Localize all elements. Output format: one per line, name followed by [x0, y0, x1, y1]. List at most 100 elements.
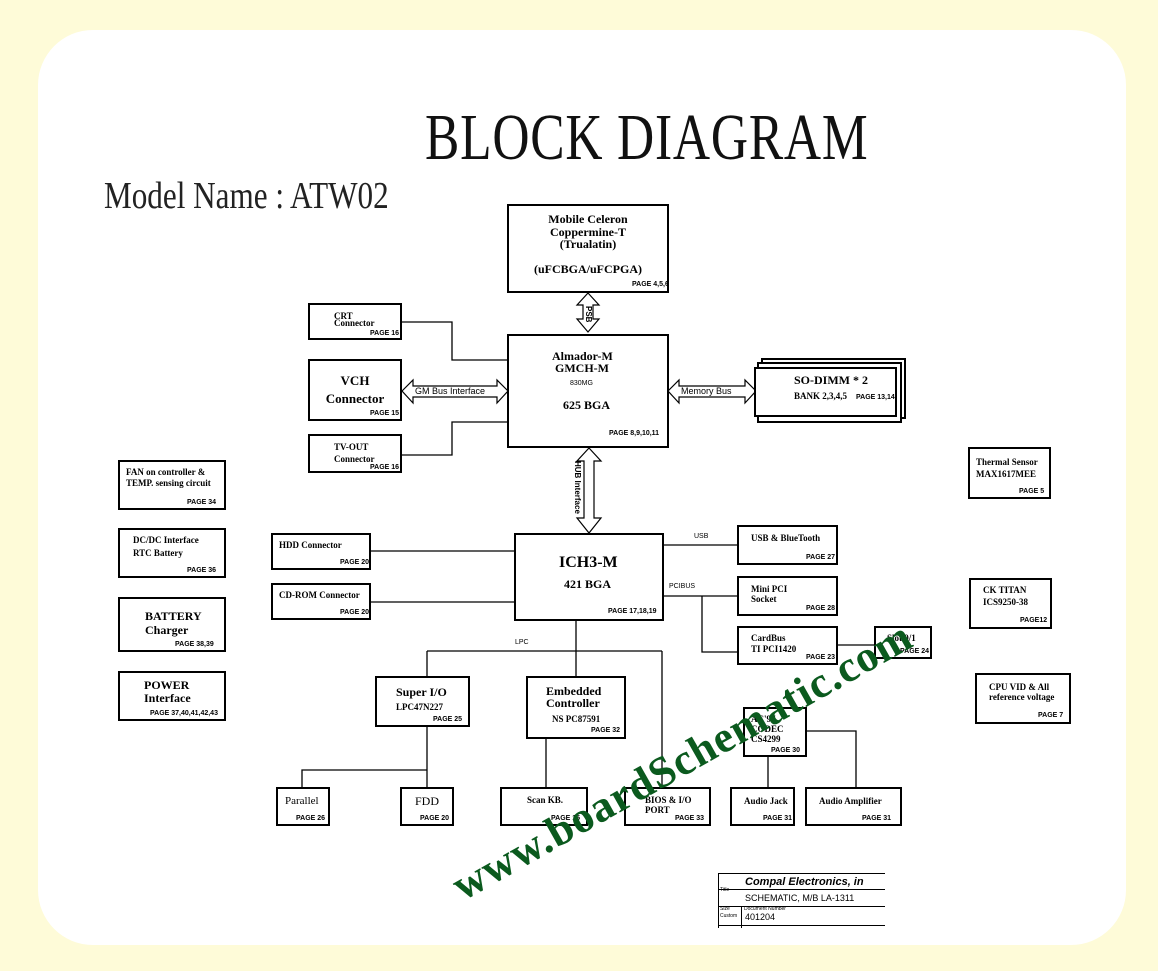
- parallel-line-1: Parallel: [285, 795, 319, 807]
- cpu-line-2: Coppermine-T: [550, 225, 626, 239]
- bios-line-1: BIOS & I/O: [645, 795, 692, 805]
- superio-line-1: Super I/O: [396, 685, 447, 699]
- ac97-block: AC'97 CODEC CS4299 PAGE 30: [743, 707, 807, 757]
- vch-page: PAGE 15: [370, 410, 400, 417]
- dcdc-line-2: RTC Battery: [133, 548, 183, 558]
- power-line-2: Interface: [144, 691, 191, 705]
- gmch-line-4: 625 BGA: [563, 398, 611, 412]
- cpuvid-block: CPU VID & All reference voltage PAGE 7: [975, 673, 1071, 724]
- usb-block: USB & BlueTooth PAGE 27: [737, 525, 838, 565]
- superio-block: Super I/O LPC47N227 PAGE 25: [375, 676, 470, 727]
- dcdc-page: PAGE 36: [187, 567, 217, 574]
- hdd-block: HDD Connector PAGE 20: [271, 533, 371, 570]
- minipci-line-1: Mini PCI: [751, 584, 788, 594]
- document-number: 401204: [745, 912, 776, 922]
- company-name: Compal Electronics, in: [745, 876, 864, 888]
- fan-line-1: FAN on controller &: [126, 467, 206, 477]
- cdrom-page: PAGE 20: [340, 609, 370, 616]
- power-line-1: POWER: [144, 678, 190, 692]
- scankb-page: PAGE 15: [551, 815, 581, 822]
- cktitan-page: PAGE12: [1020, 617, 1048, 624]
- cpuvid-line-2: reference voltage: [989, 692, 1055, 702]
- custom-label: Custom: [720, 913, 738, 919]
- ich3-page: PAGE 17,18,19: [608, 608, 657, 615]
- fan-block: FAN on controller & TEMP. sensing circui…: [118, 460, 226, 510]
- tvout-line-2: Connector: [334, 454, 375, 464]
- cardbus-line-2: TI PCI1420: [751, 644, 797, 654]
- crt-block: CRT Connector PAGE 16: [308, 303, 402, 340]
- crt-page: PAGE 16: [370, 330, 400, 337]
- slot-page: PAGE 24: [900, 648, 930, 655]
- sodimm-line-2: BANK 2,3,4,5: [794, 391, 848, 401]
- cktitan-block: CK TITAN ICS9250-38 PAGE12: [969, 578, 1052, 629]
- ac97-line-2: CODEC: [751, 724, 784, 734]
- ich3-line-2: 421 BGA: [564, 577, 612, 591]
- thermal-line-2: MAX1617MEE: [976, 469, 1036, 479]
- usb-page: PAGE 27: [806, 554, 836, 561]
- ec-line-1: Embedded: [546, 684, 602, 698]
- memory-bus-label: Memory Bus: [681, 386, 732, 396]
- crt-line-1: CRT: [334, 311, 353, 321]
- parallel-page: PAGE 26: [296, 815, 326, 822]
- vch-line-2: Connector: [325, 391, 385, 406]
- minipci-line-2: Socket: [751, 594, 777, 604]
- diagram-title: BLOCK DIAGRAM: [425, 101, 869, 174]
- gmch-page: PAGE 8,9,10,11: [609, 430, 660, 437]
- audiojack-page: PAGE 31: [763, 815, 793, 822]
- fdd-page: PAGE 20: [420, 815, 450, 822]
- cktitan-line-1: CK TITAN: [983, 585, 1027, 595]
- battery-line-1: BATTERY: [145, 609, 202, 623]
- ac97-line-3: CS4299: [751, 734, 781, 744]
- cdrom-line-1: CD-ROM Connector: [279, 590, 360, 600]
- superio-page: PAGE 25: [433, 716, 463, 723]
- gmch-line-3: 830MG: [570, 380, 593, 387]
- gmch-line-1: Almador-M: [552, 349, 613, 363]
- battery-page: PAGE 38,39: [175, 641, 214, 648]
- vch-block: VCH Connector PAGE 15: [308, 359, 402, 421]
- cdrom-block: CD-ROM Connector PAGE 20: [271, 583, 371, 620]
- gmch-line-2: GMCH-M: [555, 361, 609, 375]
- ac97-line-1: AC'97: [751, 714, 776, 724]
- dcdc-block: DC/DC Interface RTC Battery PAGE 36: [118, 528, 226, 578]
- power-block: POWER Interface PAGE 37,40,41,42,43: [118, 671, 226, 721]
- model-name: Model Name : ATW02: [104, 175, 389, 217]
- fdd-block: FDD PAGE 20: [400, 787, 454, 826]
- vch-line-1: VCH: [340, 373, 370, 388]
- cktitan-line-2: ICS9250-38: [983, 597, 1029, 607]
- title-label: Title: [720, 887, 730, 893]
- tvout-block: TV-OUT Connector PAGE 16: [308, 434, 402, 473]
- battery-block: BATTERY Charger PAGE 38,39: [118, 597, 226, 652]
- fan-page: PAGE 34: [187, 499, 217, 506]
- superio-line-2: LPC47N227: [396, 702, 443, 712]
- cardbus-page: PAGE 23: [806, 654, 836, 661]
- power-page: PAGE 37,40,41,42,43: [150, 710, 218, 717]
- cpu-line-4: (uFCBGA/uFCPGA): [534, 262, 642, 276]
- psb-label: PSB: [584, 306, 593, 323]
- slot-line-1: Slot 0/1: [887, 633, 916, 643]
- lpc-label: LPC: [515, 639, 529, 646]
- audioamp-line-1: Audio Amplifier: [819, 796, 882, 806]
- slot-block: Slot 0/1 PAGE 24: [874, 626, 932, 659]
- ec-line-2: Controller: [546, 696, 600, 710]
- audiojack-block: Audio Jack PAGE 31: [730, 787, 795, 826]
- hdd-line-1: HDD Connector: [279, 540, 342, 550]
- cardbus-line-1: CardBus: [751, 633, 786, 643]
- pcibus-label: PCIBUS: [669, 583, 696, 590]
- sodimm-page: PAGE 13,14: [856, 394, 895, 401]
- usb-line-1: USB & BlueTooth: [751, 533, 821, 543]
- ich3-block: ICH3-M 421 BGA PAGE 17,18,19: [514, 533, 664, 621]
- cpuvid-line-1: CPU VID & All: [989, 682, 1050, 692]
- scankb-block: Scan KB. PAGE 15: [500, 787, 588, 826]
- minipci-page: PAGE 28: [806, 605, 836, 612]
- minipci-block: Mini PCI Socket PAGE 28: [737, 576, 838, 616]
- cpu-block: Mobile Celeron Coppermine-T (Trualatin) …: [507, 204, 669, 293]
- hdd-page: PAGE 20: [340, 559, 370, 566]
- bios-page: PAGE 33: [675, 815, 705, 822]
- hub-label: HUB Interface: [572, 461, 582, 514]
- docnum-label: Document Number: [744, 906, 786, 912]
- dcdc-line-1: DC/DC Interface: [133, 535, 199, 545]
- ec-block: Embedded Controller NS PC87591 PAGE 32: [526, 676, 626, 739]
- sodimm-block: SO-DIMM * 2 BANK 2,3,4,5 PAGE 13,14: [754, 367, 897, 417]
- bios-block: BIOS & I/O PORT PAGE 33: [624, 787, 711, 826]
- thermal-line-1: Thermal Sensor: [976, 457, 1038, 467]
